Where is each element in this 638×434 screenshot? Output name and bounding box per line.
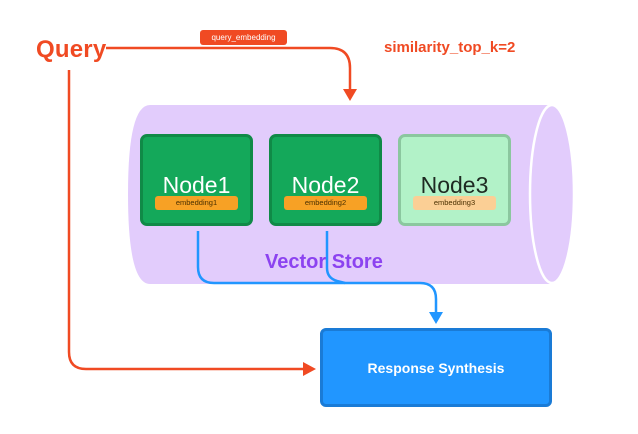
query-label: Query xyxy=(36,36,107,63)
query-to-synthesis-edge xyxy=(67,70,306,371)
node-2: Node2 embedding2 xyxy=(269,134,382,226)
nodes-to-synthesis-arrowhead xyxy=(429,312,443,324)
node2-to-synthesis-edge xyxy=(325,231,346,285)
response-synthesis-box: Response Synthesis xyxy=(320,328,552,407)
query-to-synthesis-arrowhead xyxy=(303,362,316,376)
query-to-store-edge xyxy=(106,46,352,92)
embedding-badge: embedding2 xyxy=(284,196,367,210)
similarity-top-k-label: similarity_top_k=2 xyxy=(384,39,516,56)
node-title: Node1 xyxy=(162,172,231,198)
node-title: Node3 xyxy=(420,172,489,198)
response-synthesis-label: Response Synthesis xyxy=(367,360,505,376)
vector-store-label: Vector Store xyxy=(265,251,383,273)
node1-to-synthesis-edge xyxy=(196,231,438,314)
node-3: Node3 embedding3 xyxy=(398,134,511,226)
query-to-store-arrowhead xyxy=(343,89,357,101)
cylinder-end-cap xyxy=(528,103,576,285)
query-embedding-badge: query_embedding xyxy=(200,30,287,45)
embedding-badge: embedding1 xyxy=(155,196,238,210)
node-1: Node1 embedding1 xyxy=(140,134,253,226)
embedding-badge: embedding3 xyxy=(413,196,496,210)
node-title: Node2 xyxy=(291,172,360,198)
